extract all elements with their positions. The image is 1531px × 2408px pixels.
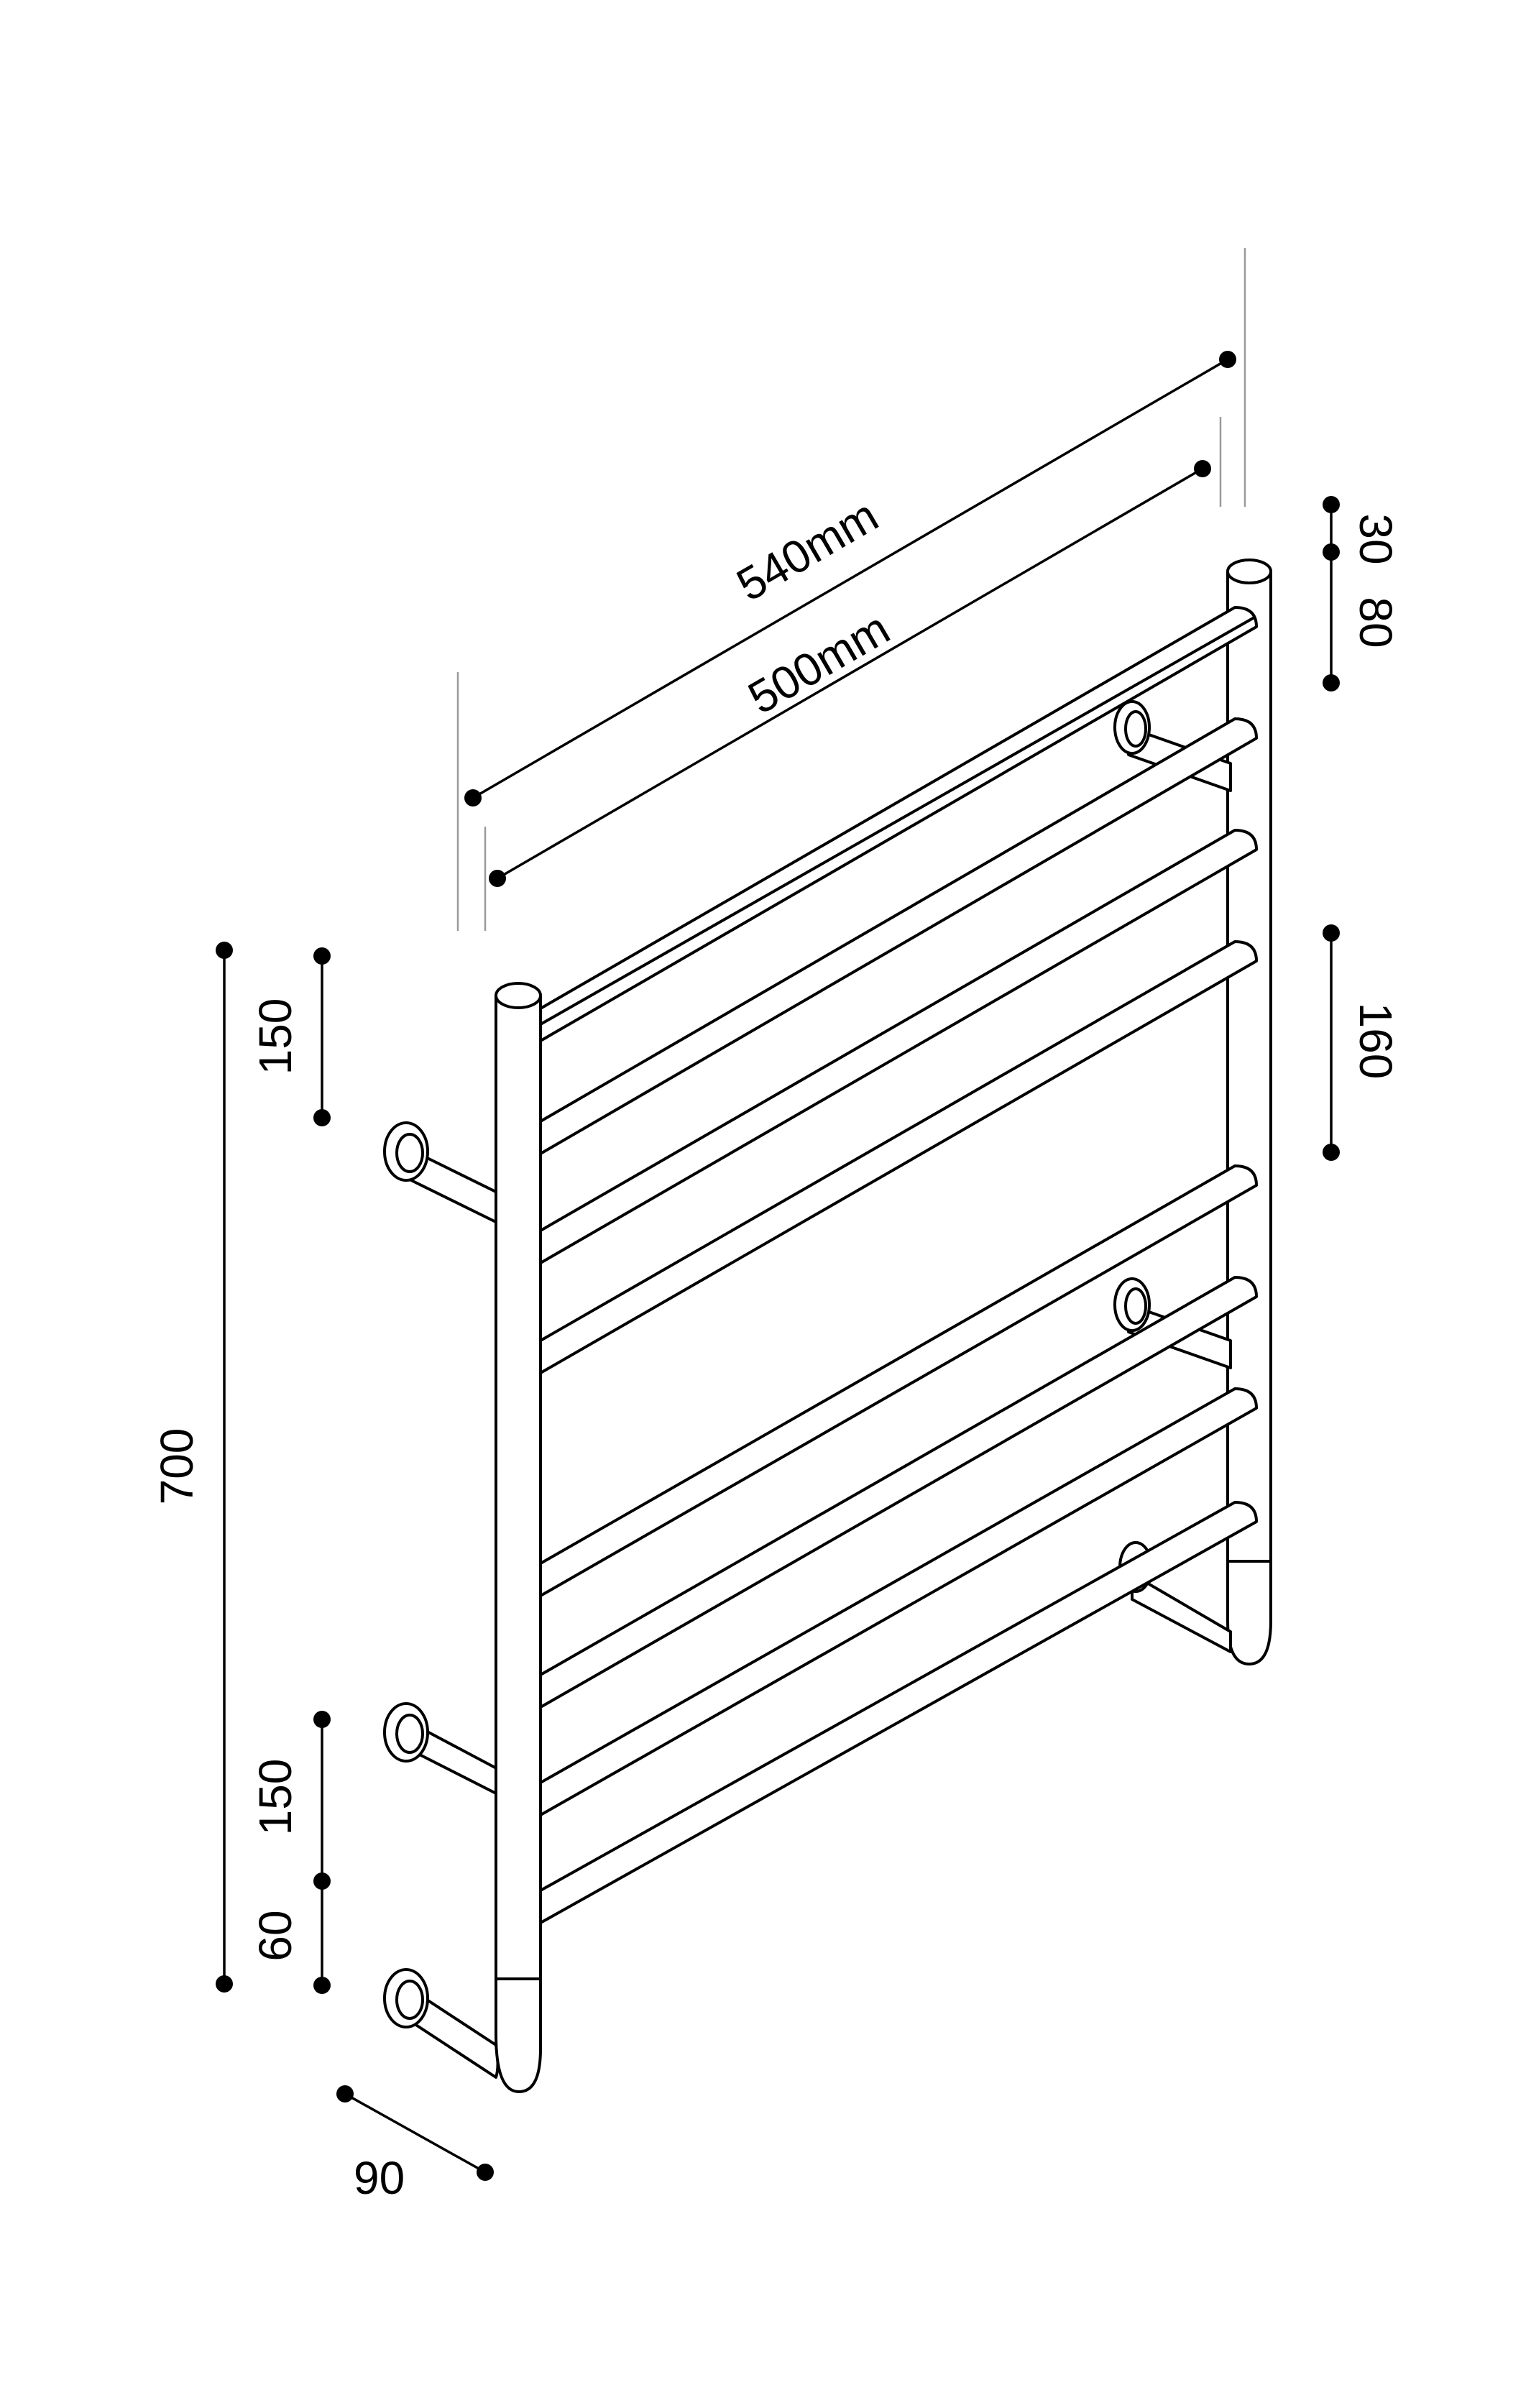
rail-1 [539, 606, 1258, 1042]
dimension-depth: 90 [336, 2085, 494, 2204]
depth-label: 90 [354, 2152, 405, 2204]
rail-2 [539, 717, 1258, 1155]
total-width-label: 540mm [728, 490, 887, 612]
rail-3 [539, 829, 1258, 1264]
left-top-offset-label: 150 [249, 998, 301, 1075]
left-post [495, 982, 542, 2093]
rail-6 [539, 1276, 1258, 1709]
rail-8 [539, 1501, 1258, 1924]
total-height-label: 700 [151, 1428, 203, 1505]
rail-5 [539, 1164, 1258, 1597]
left-bottom-offset-label: 60 [249, 1910, 301, 1961]
right-bracket-offset-label: 80 [1350, 597, 1402, 648]
dimension-right-bracket-offset: 80 [1323, 552, 1402, 691]
dimension-right-bracket-spacing: 160 [1323, 924, 1402, 1161]
extension-lines [456, 248, 1246, 931]
left-bracket-lower [383, 1968, 500, 2079]
dimension-left-top-offset: 150 [249, 947, 331, 1126]
dimension-right-top-offset: 30 [1323, 496, 1402, 565]
rail-width-label: 500mm [740, 602, 898, 725]
rail-7 [539, 1387, 1258, 1816]
left-bracket-upper [383, 1121, 505, 1227]
rail-4 [539, 940, 1258, 1374]
left-bottom-spacing-label: 150 [249, 1759, 301, 1836]
dimension-total-height: 700 [151, 942, 233, 1993]
rails [539, 606, 1258, 1924]
dimension-left-bottom-offset: 60 [249, 1881, 331, 1994]
dimension-left-bottom-spacing: 150 [249, 1711, 331, 1890]
left-bracket-middle [383, 1702, 505, 1798]
left-wall-brackets [383, 1121, 505, 2079]
right-top-offset-label: 30 [1350, 513, 1402, 564]
right-bracket-spacing-label: 160 [1350, 1003, 1402, 1080]
